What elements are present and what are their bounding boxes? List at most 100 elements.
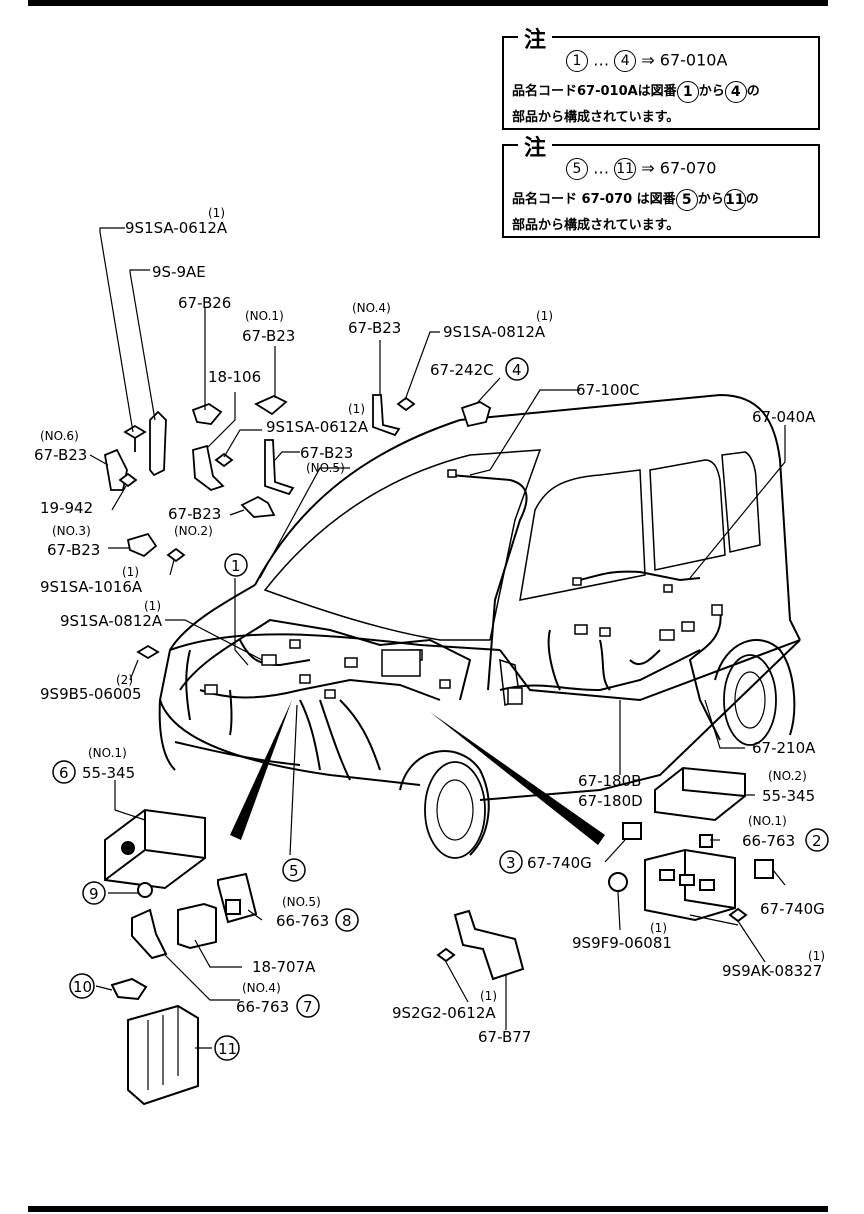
part-labels: (1) 9S1SA-0612A 9S-9AE 67-B26 (NO.1) 67-… — [34, 206, 829, 1061]
part-number-label: 9S-9AE — [152, 263, 206, 281]
top-rule — [28, 0, 828, 6]
callout-circle — [296, 994, 320, 1018]
part-number-label: 19-942 — [40, 499, 93, 517]
part-number-label: 9S1SA-0812A — [60, 612, 163, 630]
part-number-label: 67-740G — [527, 854, 592, 872]
part-number-label: 66-763 — [236, 998, 289, 1016]
relay-icon — [754, 859, 774, 879]
callout-circle — [335, 908, 359, 932]
note-range-line: 1 … 4 ⇒ 67-010A — [566, 50, 727, 72]
variant-label: (NO.1) — [245, 309, 284, 323]
bracket-icon — [103, 448, 128, 491]
part-number-label: 55-345 — [762, 787, 815, 805]
part-number-label: 9S1SA-1016A — [40, 578, 143, 596]
bottom-rule — [28, 1206, 828, 1212]
qty-label: (1) — [480, 989, 497, 1003]
callout-circle — [224, 553, 248, 577]
qty-label: (1) — [808, 949, 825, 963]
callout-number: 4 — [512, 361, 522, 379]
small-parts — [103, 394, 492, 660]
qty-label: (1) — [122, 565, 139, 579]
nut-icon — [137, 882, 153, 898]
variant-label: (NO.1) — [748, 814, 787, 828]
callout-circle — [805, 828, 829, 852]
bolt-icon — [436, 947, 456, 963]
callout-number: 10 — [73, 978, 92, 996]
pointer-wedge — [230, 700, 292, 840]
relay-icon — [699, 834, 713, 848]
part-number-label: 67-B23 — [34, 446, 87, 464]
part-number-label: 66-763 — [276, 912, 329, 930]
callout-circle — [282, 858, 306, 882]
part-number-label: 9S9F9-06081 — [572, 934, 672, 952]
callout-number: 5 — [289, 862, 299, 880]
part-number-label: 67-180D — [578, 792, 643, 810]
callout-number: 2 — [812, 832, 822, 850]
part-number-label: 67-B26 — [178, 294, 231, 312]
part-number-label: 67-210A — [752, 739, 816, 757]
part-number-label: 9S9B5-06005 — [40, 685, 142, 703]
part-number-label: 9S9AK-08327 — [722, 962, 822, 980]
note-description-2: 部品から構成されています。 — [512, 110, 680, 125]
variant-label: (NO.1) — [88, 746, 127, 760]
callout-number: 11 — [218, 1040, 237, 1058]
part-number-label: 67-242C — [430, 361, 494, 379]
bracket-icon — [240, 495, 276, 518]
bracket-icon — [131, 908, 168, 960]
variant-label: (NO.4) — [242, 981, 281, 995]
qty-label: (1) — [144, 599, 161, 613]
part-number-label: 67-740G — [760, 900, 825, 918]
part-number-label: 9S1SA-0812A — [443, 323, 546, 341]
callout-number: 3 — [506, 854, 516, 872]
callout-number: 6 — [59, 764, 69, 782]
callout-circle — [214, 1035, 240, 1061]
relay-icon — [622, 822, 642, 840]
callout-number: 8 — [342, 912, 352, 930]
bolt-icon — [728, 907, 748, 923]
part-number-label: 67-040A — [752, 408, 816, 426]
callout-circle — [505, 357, 529, 381]
clip-icon — [149, 410, 167, 477]
callout-number: 7 — [303, 998, 313, 1016]
bolt-icon — [118, 472, 138, 488]
bracket-icon — [372, 394, 401, 437]
part-number-label: 67-B23 — [242, 327, 295, 345]
variant-label: (NO.6) — [40, 429, 79, 443]
bolt-icon — [214, 452, 234, 468]
note-title: 注 — [518, 22, 553, 54]
part-number-label: 67-B23 — [168, 505, 221, 523]
part-number-label: 67-100C — [576, 381, 640, 399]
note-description-2: 部品から構成されています。 — [512, 218, 680, 233]
note-range-line: 5 … 11 ⇒ 67-070 — [566, 158, 716, 180]
qty-label: (1) — [348, 402, 365, 416]
bolt-icon — [123, 424, 147, 440]
variant-label: (NO.4) — [352, 301, 391, 315]
bracket-icon — [264, 439, 295, 496]
nut-icon — [608, 872, 628, 892]
bracket-icon — [191, 402, 223, 425]
note-title: 注 — [518, 130, 553, 162]
callout-circle — [499, 850, 523, 874]
pointer-wedge — [430, 712, 605, 845]
relay-cover-icon — [104, 808, 206, 890]
bolt-icon — [166, 547, 186, 563]
qty-label: (1) — [536, 309, 553, 323]
variant-label: (NO.5) — [282, 895, 321, 909]
part-number-label: 67-B23 — [47, 541, 100, 559]
part-number-label: 66-763 — [742, 832, 795, 850]
bolt-icon — [136, 644, 160, 660]
clip-icon — [110, 977, 148, 1001]
qty-label: (2) — [116, 673, 133, 687]
callout-circle — [52, 760, 76, 784]
qty-label: (1) — [650, 921, 667, 935]
variant-label: (NO.3) — [52, 524, 91, 538]
variant-label: (NO.2) — [174, 524, 213, 538]
bolt-icon — [396, 396, 416, 412]
harness-connectors — [204, 469, 723, 705]
callout-circle — [82, 881, 106, 905]
